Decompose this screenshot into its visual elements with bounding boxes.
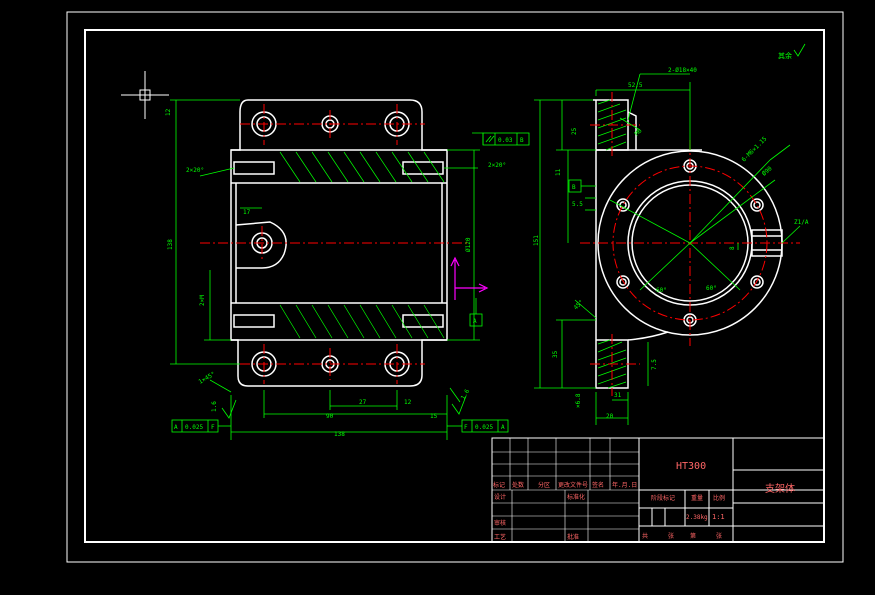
roughness-right: 1.6 [460, 388, 472, 401]
side-view-dimension-lines [534, 73, 801, 425]
roughness-note: 其余 [778, 43, 806, 60]
svg-text:其余: 其余 [778, 51, 792, 60]
dim-angle-45: 45° [572, 299, 585, 312]
roughness-check-icon [793, 43, 806, 57]
dim-20: 20 [606, 413, 614, 420]
tb-cell-mark: 标记 [493, 481, 505, 489]
svg-text:0.025: 0.025 [185, 424, 203, 431]
leader-8: 8 [729, 246, 736, 250]
parallelism-tolerance-frame: 0.03 B [482, 132, 530, 146]
tb-cell-change-doc: 更改文件号 [558, 481, 588, 489]
parallel-value: 0.03 [498, 137, 513, 144]
dim-31: 31 [614, 392, 622, 399]
side-view-outline [593, 99, 783, 389]
tb-sheet-num-unit: 张 [716, 532, 722, 540]
tb-weight-label: 重量 [691, 494, 703, 502]
svg-text:F: F [211, 424, 215, 431]
tb-stage-label: 阶段标记 [651, 494, 675, 502]
tb-scale-label: 比例 [713, 494, 725, 502]
tb-standardization-label: 标准化 [567, 493, 585, 501]
tb-approve-label: 批准 [567, 533, 579, 541]
leader-m6: M6 [633, 127, 643, 137]
tb-review-label: 审核 [494, 519, 506, 527]
svg-text:A: A [501, 424, 505, 431]
dim-holes-right: 6-M6×1.15 [740, 135, 768, 163]
drawing-frame [84, 29, 825, 543]
tb-cell-date: 年.月.日 [612, 481, 637, 489]
tb-sheet-total-label: 共 [642, 532, 648, 540]
dim-11: 11 [555, 168, 562, 176]
tb-weight-value: 2.38kg [686, 514, 708, 521]
svg-text:A: A [473, 318, 477, 325]
dim-bore: Ø120 [465, 237, 472, 252]
flatness-frame-left: A 0.025 F [171, 419, 231, 433]
datum-a-symbol: A [469, 298, 483, 327]
flatness-frame-right: F 0.025 A [447, 419, 509, 433]
dim-angle-60a: 60° [656, 287, 667, 294]
roughness-left: 1.6 [211, 401, 218, 412]
front-view-dimension-lines [170, 99, 484, 440]
title-block: 标记 处数 分区 更改文件号 签名 年.月.日 设计 标准化 审核 工艺 批准 … [491, 437, 825, 543]
dim-35: 35 [552, 350, 559, 358]
dim-slot-dia: 17 [243, 209, 251, 216]
svg-text:B: B [572, 184, 576, 191]
tb-cell-zone: 分区 [538, 481, 550, 489]
dim-7-5: 7.5 [651, 359, 658, 370]
svg-text:F: F [464, 424, 468, 431]
tb-part-name: 支架体 [765, 483, 795, 495]
dim-bottom-chamfer: 1×45° [198, 371, 217, 386]
side-view: B 52.5 2-Ø18×40 25 11 151 5.5 45° 35 6-M… [533, 67, 809, 425]
dim-25: 25 [571, 127, 578, 135]
dim-15: 15 [430, 413, 438, 420]
parallel-datum: B [520, 137, 524, 144]
dim-12: 12 [404, 399, 412, 406]
roughness-side: ×6.8 [575, 393, 582, 408]
dim-top-tab: 12 [165, 108, 172, 116]
tb-designer-label: 设计 [494, 493, 506, 501]
tb-process-label: 工艺 [494, 533, 506, 541]
front-view-hatching [279, 151, 445, 339]
tb-sheet-total-unit: 张 [668, 532, 674, 540]
front-view-holes [251, 111, 410, 377]
dim-5-5: 5.5 [572, 201, 583, 208]
surface-note: Z1/A [794, 219, 809, 226]
dim-top-width: 52.5 [628, 82, 643, 89]
dim-chamfer-left: 2×20° [186, 167, 204, 174]
tb-cell-sign: 签名 [592, 481, 604, 489]
datum-b-symbol: B [568, 179, 596, 193]
tb-sheet-num-label: 第 [690, 532, 696, 540]
tb-material: HT300 [676, 461, 706, 472]
outer-sheet-border [66, 11, 844, 563]
tb-scale-value: 1:1 [712, 513, 725, 521]
dim-dia-90: Ø90 [761, 165, 774, 178]
svg-text:A: A [174, 424, 178, 431]
side-view-hatching [597, 99, 627, 389]
side-view-radial-lines [609, 159, 776, 291]
tb-cell-count: 处数 [512, 481, 524, 489]
cursor-crosshair-icon [121, 71, 169, 119]
dim-90: 90 [326, 413, 334, 420]
dim-chamfer-right: 2×20° [488, 162, 506, 169]
dim-27: 27 [359, 399, 367, 406]
dim-angle-60b: 60° [706, 285, 717, 292]
dim-138: 138 [334, 431, 345, 438]
ucs-axis-icon [450, 256, 489, 300]
front-view-centerlines [200, 104, 470, 384]
front-view: 12 138 2×20° 2×20° 17 Ø120 2×M 90 27 12 … [165, 99, 530, 440]
svg-text:0.025: 0.025 [475, 424, 493, 431]
dim-151: 151 [533, 235, 540, 246]
dim-holes: 2-Ø18×40 [668, 67, 697, 74]
dim-total-height: 138 [167, 239, 174, 250]
dim-thread: 2×M [199, 295, 206, 306]
